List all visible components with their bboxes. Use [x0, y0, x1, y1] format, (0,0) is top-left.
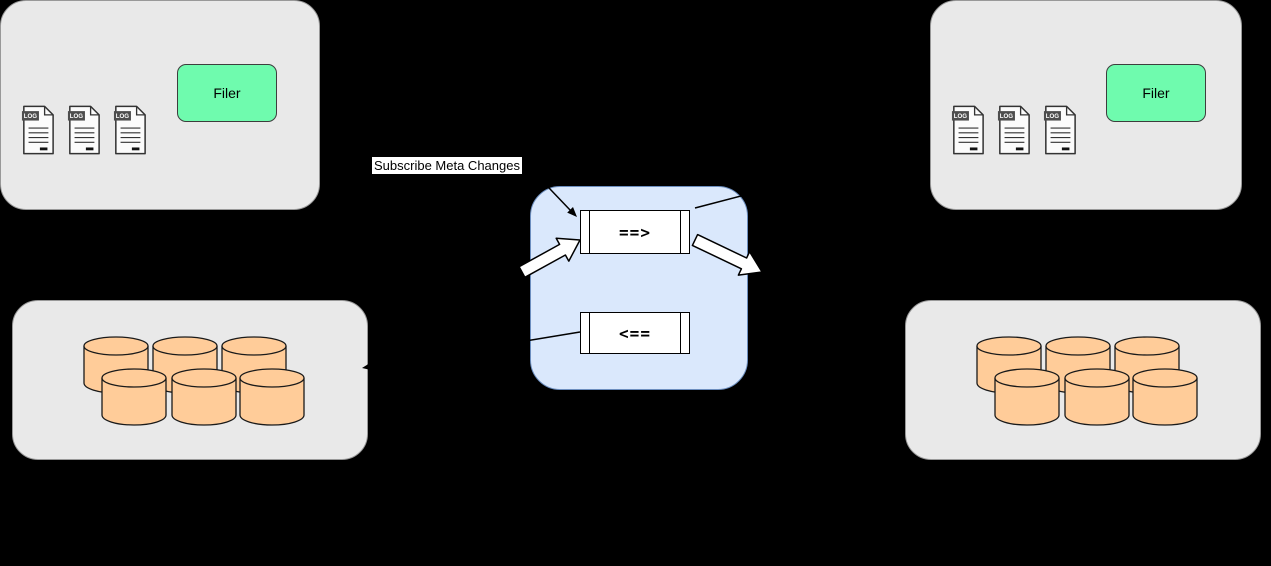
- left-filer-cluster-panel: LOG LOG LOG: [0, 0, 320, 210]
- log-badge: [21, 111, 39, 121]
- filer-box-right: Filer: [1106, 64, 1206, 122]
- cylinder-top: [83, 336, 149, 356]
- log-file-icon: LOG: [67, 105, 100, 155]
- log-badge-label: LOG: [1046, 113, 1060, 120]
- forward-queue-box: ==>: [580, 210, 690, 254]
- cylinder-top: [976, 336, 1042, 356]
- right-volume-storage-panel: [905, 300, 1261, 460]
- log-badge-label: LOG: [954, 113, 968, 120]
- folded-corner: [89, 106, 100, 116]
- log-badge-label: LOG: [70, 113, 84, 120]
- volume-cylinder: [101, 368, 167, 426]
- queue-end-cap: [589, 211, 590, 253]
- cylinder-top: [171, 368, 237, 388]
- log-badge: [951, 111, 969, 121]
- filer-label: Filer: [1142, 85, 1170, 101]
- queue-end-cap: [680, 313, 681, 353]
- cylinder-top: [101, 368, 167, 388]
- log-badge-label: LOG: [116, 113, 130, 120]
- cylinder-top: [221, 336, 287, 356]
- left-volume-storage-panel: [12, 300, 368, 460]
- cylinder-body: [994, 378, 1060, 426]
- cylinder-top: [1064, 368, 1130, 388]
- folded-corner: [43, 106, 54, 116]
- log-file-icon: LOG: [1043, 105, 1076, 155]
- log-badge: [113, 111, 131, 121]
- log-file-icon: LOG: [997, 105, 1030, 155]
- cylinder-body: [1064, 378, 1130, 426]
- log-badge: [1043, 111, 1061, 121]
- volume-cylinder: [1132, 368, 1198, 426]
- cylinder-body: [171, 378, 237, 426]
- cylinder-top: [1045, 336, 1111, 356]
- subscribe-meta-changes-label: Subscribe Meta Changes: [372, 157, 522, 174]
- cylinder-top: [239, 368, 305, 388]
- filer-label: Filer: [213, 85, 241, 101]
- filer-box-left: Filer: [177, 64, 277, 122]
- cylinder-top: [1114, 336, 1180, 356]
- log-badge-label: LOG: [24, 113, 38, 120]
- log-badge: [997, 111, 1015, 121]
- volume-cylinder: [239, 368, 305, 426]
- folded-corner: [973, 106, 984, 116]
- volume-cylinder: [994, 368, 1060, 426]
- log-file-icon: LOG: [113, 105, 146, 155]
- reverse-queue-label: <==: [619, 323, 651, 343]
- cylinder-body: [101, 378, 167, 426]
- folded-corner: [135, 106, 146, 116]
- cylinder-body: [239, 378, 305, 426]
- folded-corner: [1019, 106, 1030, 116]
- volume-cylinder: [171, 368, 237, 426]
- volume-cylinder: [1064, 368, 1130, 426]
- log-file-icon: LOG: [951, 105, 984, 155]
- forward-queue-label: ==>: [619, 222, 651, 242]
- cylinder-top: [1132, 368, 1198, 388]
- right-filer-cluster-panel: LOG LOG LOG: [930, 0, 1242, 210]
- queue-end-cap: [680, 211, 681, 253]
- queue-end-cap: [589, 313, 590, 353]
- cylinder-top: [152, 336, 218, 356]
- reverse-queue-box: <==: [580, 312, 690, 354]
- log-badge: [67, 111, 85, 121]
- folded-corner: [1065, 106, 1076, 116]
- log-file-icon: LOG: [21, 105, 54, 155]
- cylinder-body: [1132, 378, 1198, 426]
- log-badge-label: LOG: [1000, 113, 1014, 120]
- cylinder-top: [994, 368, 1060, 388]
